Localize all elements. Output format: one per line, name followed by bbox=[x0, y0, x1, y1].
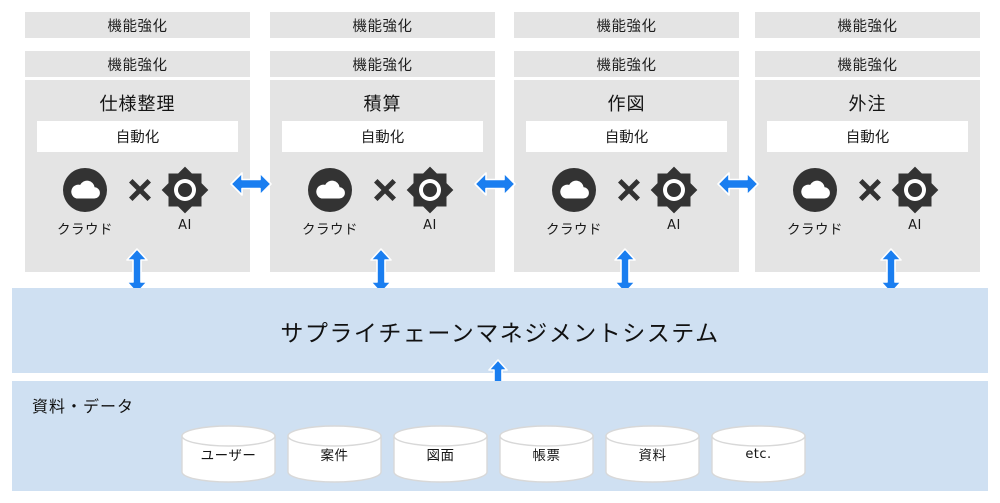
ai-icon-unit: AI bbox=[388, 164, 472, 233]
technology-icon-row: クラウド bbox=[755, 164, 980, 260]
automation-label: 自動化 bbox=[115, 130, 160, 146]
data-store-label: 案件 bbox=[320, 448, 349, 464]
enhancement-bar-bottom-label: 機能強化 bbox=[107, 57, 168, 74]
cloud-icon-unit: クラウド bbox=[43, 164, 127, 238]
process-column-estimate: 機能強化 機能強化 積算 自動化 クラウド bbox=[270, 0, 495, 275]
cloud-icon-unit: クラウド bbox=[288, 164, 372, 238]
data-store-cylinder[interactable]: 案件 bbox=[286, 425, 383, 483]
automation-box: 自動化 bbox=[37, 121, 238, 152]
ai-icon-unit: AI bbox=[873, 164, 957, 233]
enhancement-bar-top: 機能強化 bbox=[755, 12, 980, 38]
automation-label: 自動化 bbox=[360, 130, 405, 146]
enhancement-bar-top-label: 機能強化 bbox=[352, 18, 413, 35]
process-panel-title: 積算 bbox=[363, 94, 402, 115]
ai-star-icon bbox=[143, 164, 227, 216]
cloud-icon-unit: クラウド bbox=[532, 164, 616, 238]
cloud-icon-caption: クラウド bbox=[787, 222, 843, 238]
process-column-spec: 機能強化 機能強化 仕様整理 自動化 クラウド bbox=[25, 0, 250, 275]
cloud-icon bbox=[532, 164, 616, 216]
data-store-cylinder[interactable]: etc. bbox=[710, 425, 807, 483]
multiply-icon bbox=[615, 176, 643, 204]
enhancement-bar-bottom: 機能強化 bbox=[514, 51, 739, 77]
enhancement-bar-top: 機能強化 bbox=[270, 12, 495, 38]
cloud-icon-caption: クラウド bbox=[546, 222, 602, 238]
horizontal-connector-arrow bbox=[229, 168, 273, 200]
automation-box: 自動化 bbox=[526, 121, 727, 152]
process-panel-title: 作図 bbox=[607, 94, 646, 115]
multiply-icon bbox=[371, 176, 399, 204]
enhancement-bar-top-label: 機能強化 bbox=[596, 18, 657, 35]
automation-label: 自動化 bbox=[604, 130, 649, 146]
enhancement-bar-bottom: 機能強化 bbox=[270, 51, 495, 77]
cloud-icon bbox=[288, 164, 372, 216]
data-store-label: 帳票 bbox=[532, 448, 561, 464]
technology-icon-row: クラウド bbox=[270, 164, 495, 260]
technology-icon-row: クラウド bbox=[514, 164, 739, 260]
ai-icon-caption: AI bbox=[423, 218, 437, 233]
ai-icon-caption: AI bbox=[667, 218, 681, 233]
multiply-icon bbox=[856, 176, 884, 204]
scm-band-label: サプライチェーンマネジメントシステム bbox=[280, 320, 720, 347]
process-panel: 外注 自動化 クラウド bbox=[755, 80, 980, 272]
process-panel-title: 外注 bbox=[848, 94, 887, 115]
enhancement-bar-bottom: 機能強化 bbox=[755, 51, 980, 77]
data-store-cylinder[interactable]: 図面 bbox=[392, 425, 489, 483]
automation-box: 自動化 bbox=[282, 121, 483, 152]
enhancement-bar-bottom: 機能強化 bbox=[25, 51, 250, 77]
ai-star-icon bbox=[388, 164, 472, 216]
enhancement-bar-bottom-label: 機能強化 bbox=[596, 57, 657, 74]
cloud-icon-unit: クラウド bbox=[773, 164, 857, 238]
data-store-label: 図面 bbox=[426, 448, 455, 464]
data-store-cylinder[interactable]: ユーザー bbox=[180, 425, 277, 483]
data-band: 資料・データ ユーザー 案件 bbox=[12, 381, 988, 491]
enhancement-bar-top-label: 機能強化 bbox=[107, 18, 168, 35]
data-store-label: etc. bbox=[745, 446, 772, 462]
ai-icon-unit: AI bbox=[632, 164, 716, 233]
data-store-cylinder[interactable]: 帳票 bbox=[498, 425, 595, 483]
data-band-label: 資料・データ bbox=[32, 397, 135, 416]
enhancement-bar-bottom-label: 機能強化 bbox=[352, 57, 413, 74]
ai-star-icon bbox=[632, 164, 716, 216]
data-store-row: ユーザー 案件 図面 bbox=[180, 425, 807, 483]
ai-star-icon bbox=[873, 164, 957, 216]
process-panel: 仕様整理 自動化 クラウド bbox=[25, 80, 250, 272]
horizontal-connector-arrow bbox=[473, 168, 517, 200]
enhancement-bar-top: 機能強化 bbox=[514, 12, 739, 38]
process-panel: 作図 自動化 クラウド bbox=[514, 80, 739, 272]
cloud-icon bbox=[773, 164, 857, 216]
multiply-icon bbox=[126, 176, 154, 204]
technology-icon-row: クラウド bbox=[25, 164, 250, 260]
data-store-label: ユーザー bbox=[200, 448, 257, 464]
cloud-icon-caption: クラウド bbox=[57, 222, 113, 238]
process-panel-title: 仕様整理 bbox=[99, 94, 176, 115]
enhancement-bar-bottom-label: 機能強化 bbox=[837, 57, 898, 74]
process-column-outsourcing: 機能強化 機能強化 外注 自動化 クラウド bbox=[755, 0, 980, 275]
ai-icon-unit: AI bbox=[143, 164, 227, 233]
ai-icon-caption: AI bbox=[908, 218, 922, 233]
cloud-icon bbox=[43, 164, 127, 216]
cloud-icon-caption: クラウド bbox=[302, 222, 358, 238]
data-store-cylinder[interactable]: 資料 bbox=[604, 425, 701, 483]
enhancement-bar-top-label: 機能強化 bbox=[837, 18, 898, 35]
automation-box: 自動化 bbox=[767, 121, 968, 152]
process-panel: 積算 自動化 クラウド bbox=[270, 80, 495, 272]
process-column-drawing: 機能強化 機能強化 作図 自動化 クラウド bbox=[514, 0, 739, 275]
ai-icon-caption: AI bbox=[178, 218, 192, 233]
data-store-label: 資料 bbox=[638, 448, 667, 464]
enhancement-bar-top: 機能強化 bbox=[25, 12, 250, 38]
horizontal-connector-arrow bbox=[716, 168, 760, 200]
scm-band: サプライチェーンマネジメントシステム bbox=[12, 288, 988, 373]
automation-label: 自動化 bbox=[845, 130, 890, 146]
